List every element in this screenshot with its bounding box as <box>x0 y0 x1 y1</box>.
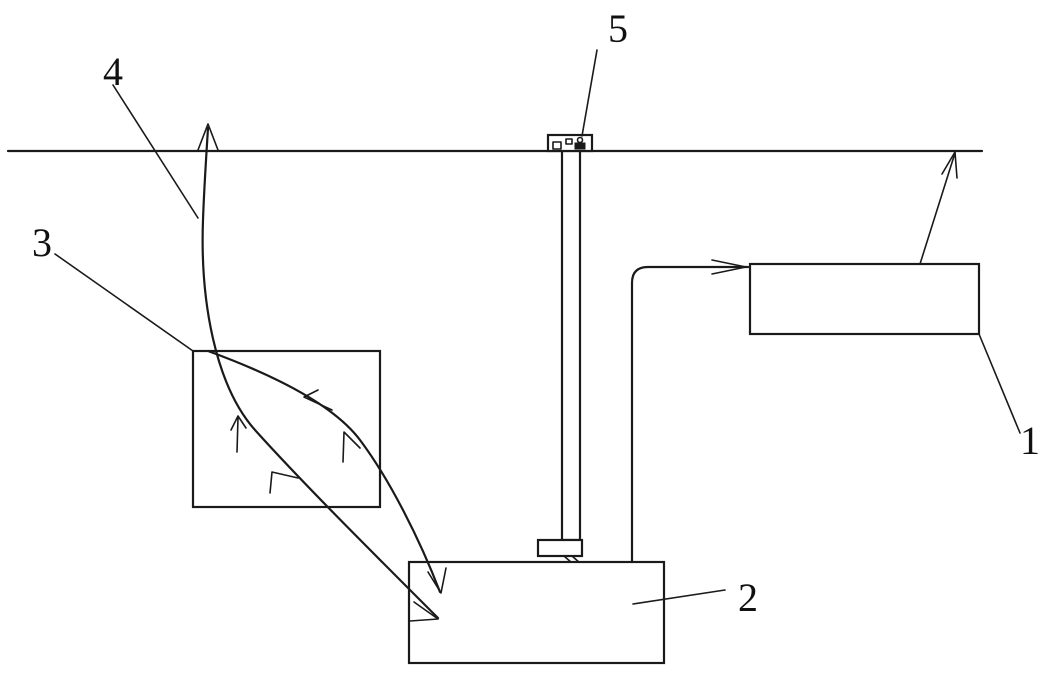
right-box-1 <box>748 262 981 336</box>
leader-line-1 <box>978 333 1021 434</box>
surface-flow-line <box>919 152 956 265</box>
surface-flow-arrowhead <box>941 151 958 179</box>
leader-line-3 <box>54 253 194 352</box>
return-flow-curve <box>206 349 442 594</box>
vertical-well-pipe <box>560 149 582 542</box>
inner-arrow-4 <box>303 389 333 411</box>
underground-box-2 <box>407 560 666 665</box>
outlet-pipe-arrow <box>711 259 747 275</box>
inner-arrow-1 <box>230 415 247 453</box>
label-4: 4 <box>103 49 123 94</box>
leader-line-4 <box>112 84 199 219</box>
label-3: 3 <box>32 220 52 265</box>
inner-arrow-2 <box>269 471 299 494</box>
outlet-pipe <box>630 265 750 564</box>
leader-line-2 <box>632 589 726 605</box>
pump-housing <box>536 538 584 564</box>
flow-curve-4 <box>201 126 440 620</box>
flow-curve-4-bottom-arrowhead <box>409 601 439 622</box>
label-1: 1 <box>1020 418 1040 463</box>
return-flow-curve-arrowhead <box>427 567 447 594</box>
label-5: 5 <box>608 6 628 51</box>
wellhead-device <box>546 133 594 153</box>
label-2: 2 <box>738 575 758 620</box>
flow-curve-4-arrowhead <box>197 123 219 151</box>
inner-arrow-3 <box>342 431 361 463</box>
leader-line-5 <box>581 49 598 137</box>
